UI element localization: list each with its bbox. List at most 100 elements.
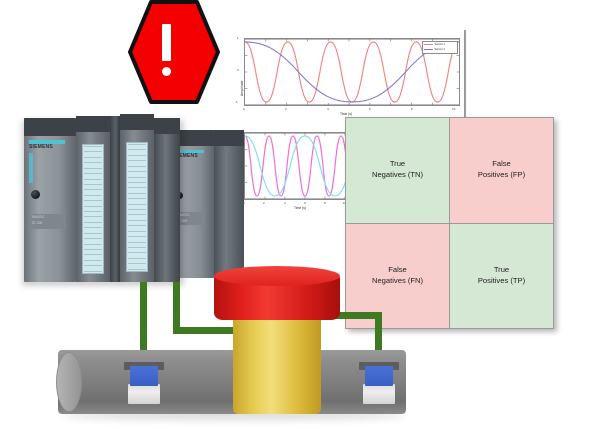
siemens-accent-band [29,140,65,144]
plc-unit-secondary: SIEMENS SIMATIC S7-300 [170,130,248,278]
terminal-row [128,241,146,243]
series-sensor-2 [245,41,459,103]
bottom-plot-xtick: 2 [263,201,265,205]
sensor-left-base [128,384,160,404]
siemens-logo: SIEMENS [174,153,198,159]
cable-right-horizontal [316,312,382,319]
top-plot-legend: Sensor 1 Sensor 2 [421,40,458,54]
terminal-row [128,236,146,238]
top-plot-xtick: 4 [327,107,329,111]
terminal-row [84,232,102,234]
top-plot-xlabel: Time (s) [340,112,352,116]
terminal-row [84,173,102,175]
terminal-row [84,216,102,218]
cell-line-2: Positives (TP) [477,275,526,285]
plc-module-top-cover [120,114,154,130]
valve-actuator-cap-top [214,266,340,286]
terminal-row [128,198,146,200]
cell-line-1: False [388,264,407,274]
legend-swatch-sensor-2 [424,48,433,51]
cell-true-positives: True Positives (TP) [450,223,553,328]
sensor-right-indicator [365,366,393,386]
siemens-logo: SIEMENS [29,144,53,150]
top-plot-canvas [245,39,459,105]
sensor-right[interactable] [359,362,399,404]
top-plot-xtick: 0 [243,107,245,111]
process-pipe [58,350,406,414]
terminal-row [84,178,102,180]
terminal-row [128,209,146,211]
terminal-row [128,225,146,227]
terminal-row [84,211,102,213]
cell-line-2: Negatives (FN) [371,275,424,285]
cable-left-vertical [140,282,147,374]
plc-module-top-cover [214,130,244,146]
terminal-row [84,156,102,158]
bottom-plot-xtick: 8 [324,201,326,205]
critical-alert-badge[interactable] [120,0,228,123]
terminal-row [84,162,102,164]
terminal-row [128,257,146,259]
terminal-row [128,230,146,232]
terminal-row [84,221,102,223]
terminal-row [84,249,102,251]
top-signal-plot: Sensor 1 Sensor 2 [244,38,460,106]
plc-nameplate-line-2: S7-300 [177,218,188,223]
legend-label-sensor-1: Sensor 1 [434,43,445,46]
plc-nameplate: SIMATIC S7-300 [175,212,205,225]
terminal-row [84,146,102,147]
terminal-row [128,144,146,145]
terminal-row [128,252,146,254]
plc-module [214,130,244,278]
plc-io-module [120,114,154,282]
cell-true-negatives: True Negatives (TN) [346,118,449,223]
bottom-plot-xtick: 4 [284,201,286,205]
terminal-row [128,176,146,178]
cable-right-vertical [375,312,382,374]
legend-label-sensor-2: Sensor 2 [434,48,445,51]
plc-unit-primary: SIEMENS SIMATIC S7-300 [18,112,184,286]
cable-mid-vertical [173,282,180,334]
legend-entry: Sensor 2 [424,48,455,52]
plc-mode-switch[interactable] [31,190,40,199]
terminal-row [84,227,102,229]
terminal-row [84,270,102,272]
pipe-end-cap [56,352,82,412]
plc-nameplate-line-1: SIMATIC [177,213,190,217]
terminal-row [128,181,146,183]
terminal-row [84,183,102,185]
terminal-row [128,149,146,151]
top-plot-xtick: 6 [369,107,371,111]
cell-line-2: Negatives (TN) [371,170,424,180]
plc-cpu-module: SIEMENS SIMATIC S7-300 [24,118,76,282]
cell-line-1: True [493,264,510,274]
plc-nameplate-line-2: S7-300 [32,220,43,225]
plc-module-top-cover [76,116,110,132]
terminal-row [84,151,102,153]
top-plot-xtick: 10 [452,107,456,111]
terminal-row [84,194,102,196]
plc-module-divider [110,116,120,282]
plc-module-top-cover [170,130,214,146]
plc-terminal-strip [82,144,104,274]
sensor-right-base [363,384,395,404]
terminal-row [128,268,146,270]
legend-swatch-sensor-1 [424,43,433,46]
top-plot-ylabel: Amplitude [240,80,244,96]
terminal-row [128,263,146,265]
terminal-row [128,214,146,216]
top-plot-xtick: 2 [285,107,287,111]
terminal-row [84,259,102,261]
terminal-row [128,219,146,221]
plc-end-module [154,118,180,282]
alert-hexagon-icon [128,0,220,104]
plc-nameplate: SIMATIC S7-300 [30,214,66,229]
bottom-plot-xtick: 6 [304,201,306,205]
plc-module-top-cover [24,118,76,136]
sensor-left[interactable] [124,362,164,404]
sensor-left-indicator [130,366,158,386]
terminal-row [128,187,146,189]
bottom-plot-xtick: 10 [343,201,346,205]
plc-io-module [76,116,110,282]
